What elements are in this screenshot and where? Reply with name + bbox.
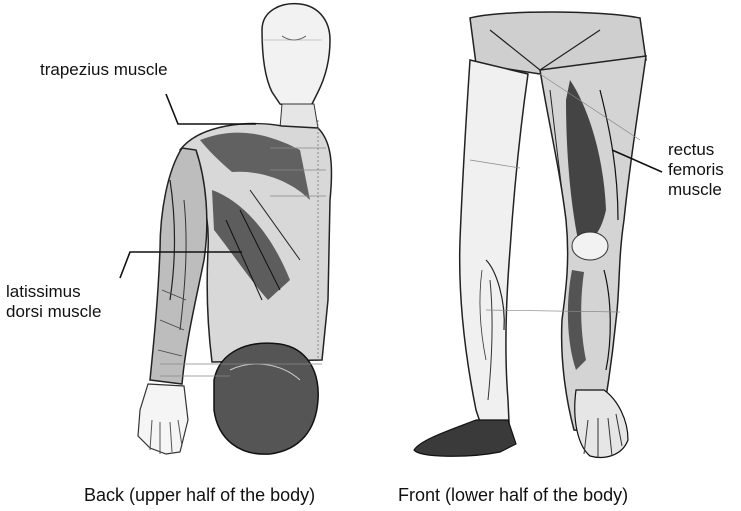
rectus-label-line3: muscle	[668, 180, 724, 200]
latissimus-label: latissimus dorsi muscle	[6, 282, 101, 322]
trapezius-label: trapezius muscle	[40, 60, 168, 80]
caption-back: Back (upper half of the body)	[84, 484, 315, 506]
trapezius-leader-line	[166, 94, 256, 124]
rectus-label-line1: rectus	[668, 140, 724, 160]
caption-front: Front (lower half of the body)	[398, 484, 628, 506]
latissimus-label-line1: latissimus	[6, 282, 101, 302]
rectus-label-line2: femoris	[668, 160, 724, 180]
latissimus-leader-line	[120, 252, 242, 278]
rectus-femoris-label: rectus femoris muscle	[668, 140, 724, 200]
rectus-leader-line	[612, 150, 662, 172]
latissimus-label-line2: dorsi muscle	[6, 302, 101, 322]
